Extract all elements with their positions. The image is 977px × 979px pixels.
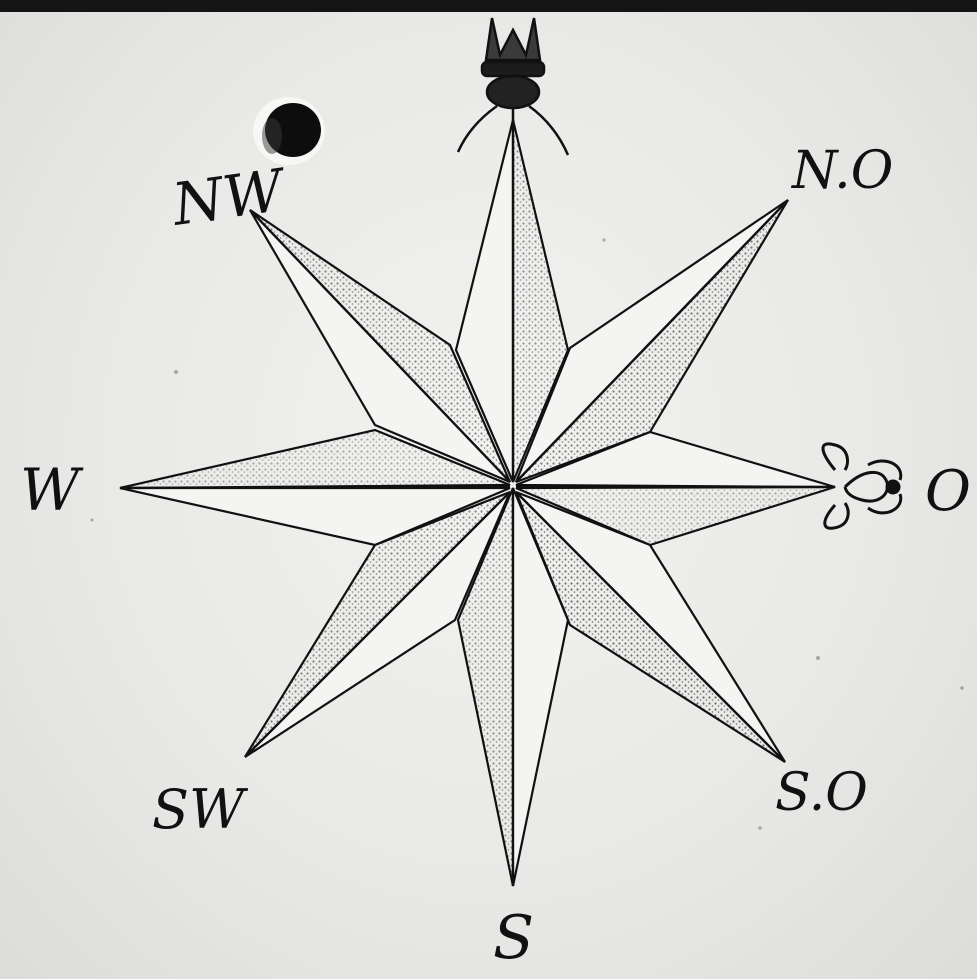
punch-hole <box>253 97 325 165</box>
label-east: O <box>925 459 971 524</box>
label-south-east: S.O <box>775 763 868 823</box>
label-south-west: SW <box>152 778 249 841</box>
label-south: S <box>493 903 534 973</box>
label-west: W <box>20 456 84 524</box>
label-north-east: N.O <box>790 141 893 201</box>
